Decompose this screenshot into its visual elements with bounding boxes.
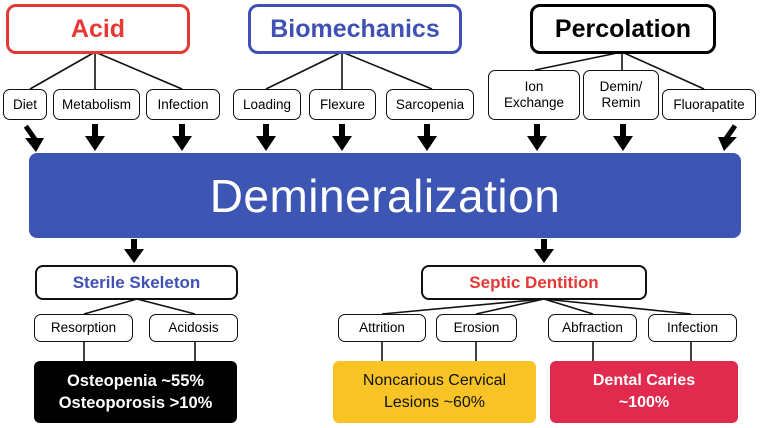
noncarious-outcome-box: Noncarious Cervical Lesions ~60% xyxy=(333,361,536,423)
attrition-box: Attrition xyxy=(338,314,426,342)
factor-infection-acid: Infection xyxy=(146,89,220,120)
factor-metabolism: Metabolism xyxy=(53,89,140,120)
arrow-fluorapatite xyxy=(718,124,738,151)
arrow-ion-exchange xyxy=(527,124,547,151)
caries-outcome-text: Dental Caries ~100% xyxy=(592,372,696,411)
percolation-label: Percolation xyxy=(554,14,692,43)
abfraction-box: Abfraction xyxy=(548,314,637,342)
demineralization-label: Demineralization xyxy=(209,169,561,222)
biomechanics-category-box: Biomechanics xyxy=(248,4,462,54)
sterile-skeleton-box: Sterile Skeleton xyxy=(35,265,238,300)
arrow-infection xyxy=(172,124,192,151)
osteopenia-outcome-box: Osteopenia ~55% Osteoporosis >10% xyxy=(34,361,237,423)
arrow-loading xyxy=(256,124,276,151)
factor-flexure: Flexure xyxy=(309,89,376,120)
percolation-category-box: Percolation xyxy=(530,4,716,54)
septic-dentition-label: Septic Dentition xyxy=(469,272,599,292)
demineralization-bar: Demineralization xyxy=(29,153,741,238)
arrow-sarcopenia xyxy=(417,124,437,151)
arrow-to-sterile xyxy=(124,239,144,263)
factor-demin-remin: Demin/ Remin xyxy=(583,70,659,120)
factor-fluorapatite: Fluorapatite xyxy=(662,89,756,120)
arrow-demin-remin xyxy=(613,124,633,151)
biomechanics-label: Biomechanics xyxy=(270,14,440,43)
arrow-to-septic xyxy=(534,239,554,263)
acidosis-box: Acidosis xyxy=(149,314,238,342)
factor-ion-exchange: Ion Exchange xyxy=(488,70,580,120)
noncarious-outcome-text: Noncarious Cervical Lesions ~60% xyxy=(362,372,507,411)
infection-septic-box: Infection xyxy=(648,314,737,342)
acid-label: Acid xyxy=(70,14,126,43)
caries-outcome-box: Dental Caries ~100% xyxy=(550,361,738,423)
osteopenia-outcome-text: Osteopenia ~55% Osteoporosis >10% xyxy=(58,371,213,412)
factor-diet: Diet xyxy=(3,89,47,120)
factor-loading: Loading xyxy=(233,89,301,120)
resorption-box: Resorption xyxy=(34,314,133,342)
septic-dentition-box: Septic Dentition xyxy=(421,265,647,300)
sterile-skeleton-label: Sterile Skeleton xyxy=(72,272,201,292)
erosion-box: Erosion xyxy=(436,314,517,342)
acid-category-box: Acid xyxy=(6,4,190,54)
arrow-metabolism xyxy=(85,124,105,151)
factor-sarcopenia: Sarcopenia xyxy=(386,89,474,120)
arrow-flexure xyxy=(332,124,352,151)
arrow-diet xyxy=(23,124,44,152)
